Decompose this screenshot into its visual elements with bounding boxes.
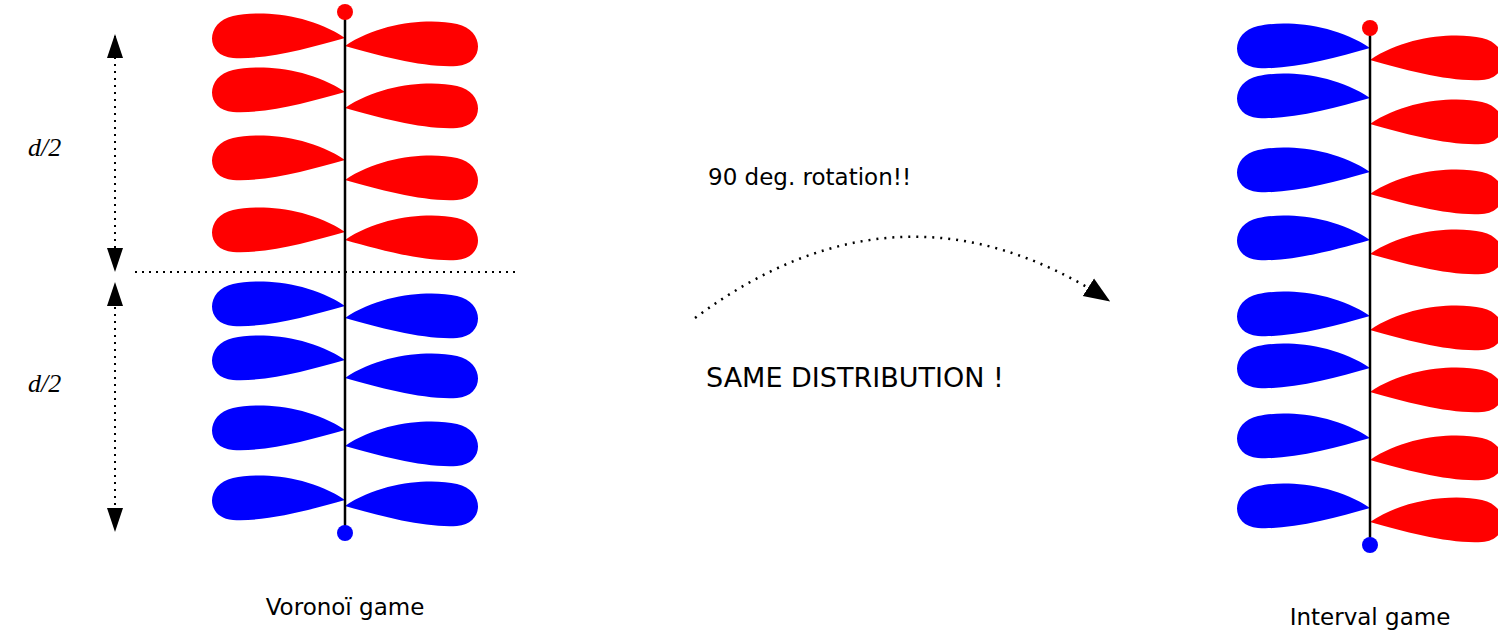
rotation-arrow [695,237,1108,318]
petal [345,156,478,201]
arrowhead [107,34,123,58]
petal [212,208,345,253]
petal [1237,216,1370,261]
petal [1370,36,1498,81]
axis-line [1369,28,1372,545]
label: 90 deg. rotation!! [708,164,911,192]
dimension-line [114,286,116,528]
label: d/2 [28,132,61,163]
petal [212,336,345,381]
arrowhead [107,248,123,272]
petal [345,216,478,261]
petal [345,294,478,339]
label: SAME DISTRIBUTION ! [706,362,1004,394]
petal [1237,484,1370,529]
petal [345,84,478,129]
petal [1237,292,1370,337]
petal [1370,436,1498,481]
label: d/2 [28,368,61,399]
petal [212,136,345,181]
separator-line [135,271,520,273]
petal [1237,344,1370,389]
arrowhead [107,508,123,532]
petal [212,68,345,113]
blue-dot [337,525,353,541]
petal [1370,368,1498,413]
petals [212,14,1498,543]
petal [1237,414,1370,459]
petal [1237,74,1370,119]
petal [1370,230,1498,275]
petal [1237,148,1370,193]
petal [212,14,345,59]
petal [1370,306,1498,351]
red-dot [337,4,353,20]
red-dot [1362,20,1378,36]
petal [212,476,345,521]
petal [1370,498,1498,543]
petal [1237,24,1370,69]
petal [345,422,478,467]
arrowhead [107,282,123,306]
petal [345,482,478,527]
label: Interval game [1290,604,1451,632]
petal [1370,170,1498,215]
dimension-line [114,36,116,268]
petal [345,22,478,67]
petal [1370,100,1498,145]
label: Voronoï game [266,594,425,622]
petal [212,282,345,327]
blue-dot [1362,537,1378,553]
petal [212,406,345,451]
petal [345,354,478,399]
